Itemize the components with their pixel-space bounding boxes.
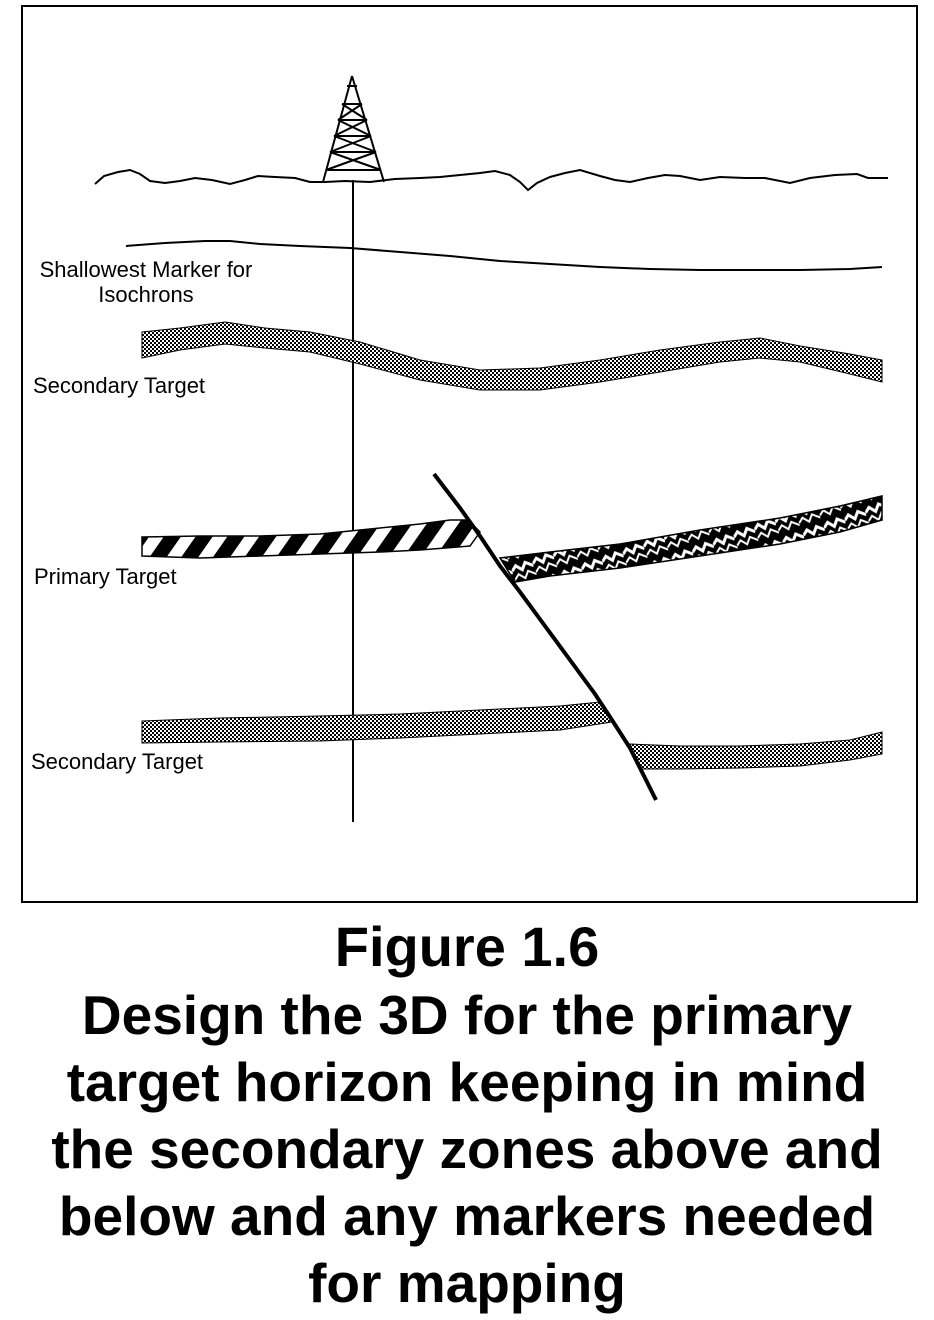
cross-section-diagram: Shallowest Marker for Isochrons Secondar…: [31, 75, 888, 822]
secondary-target-lower-label: Secondary Target: [31, 749, 203, 774]
secondary-target-upper-label: Secondary Target: [33, 373, 205, 398]
fault-line: [432, 472, 658, 801]
primary-target-right-block: [498, 495, 883, 583]
figure-number: Figure 1.6: [334, 915, 600, 978]
secondary-target-upper-layer: [141, 321, 883, 391]
primary-target-label: Primary Target: [34, 564, 177, 589]
drilling-rig-icon: [322, 75, 385, 183]
primary-target-left-block: [141, 519, 481, 559]
shallowest-marker-label: Shallowest Marker for: [40, 257, 253, 282]
diagram-frame: [21, 5, 918, 903]
ground-surface-line: [94, 168, 888, 192]
shallowest-marker-label: Isochrons: [98, 282, 193, 307]
figure-caption-text: Design the 3D for the primary target hor…: [51, 984, 883, 1314]
shallowest-marker-horizon: [125, 240, 883, 271]
secondary-target-lower-right-block: [629, 731, 883, 770]
secondary-target-lower-left-block: [141, 701, 613, 744]
figure-caption-block: Figure 1.6 Design the 3D for the primary…: [0, 912, 934, 1317]
